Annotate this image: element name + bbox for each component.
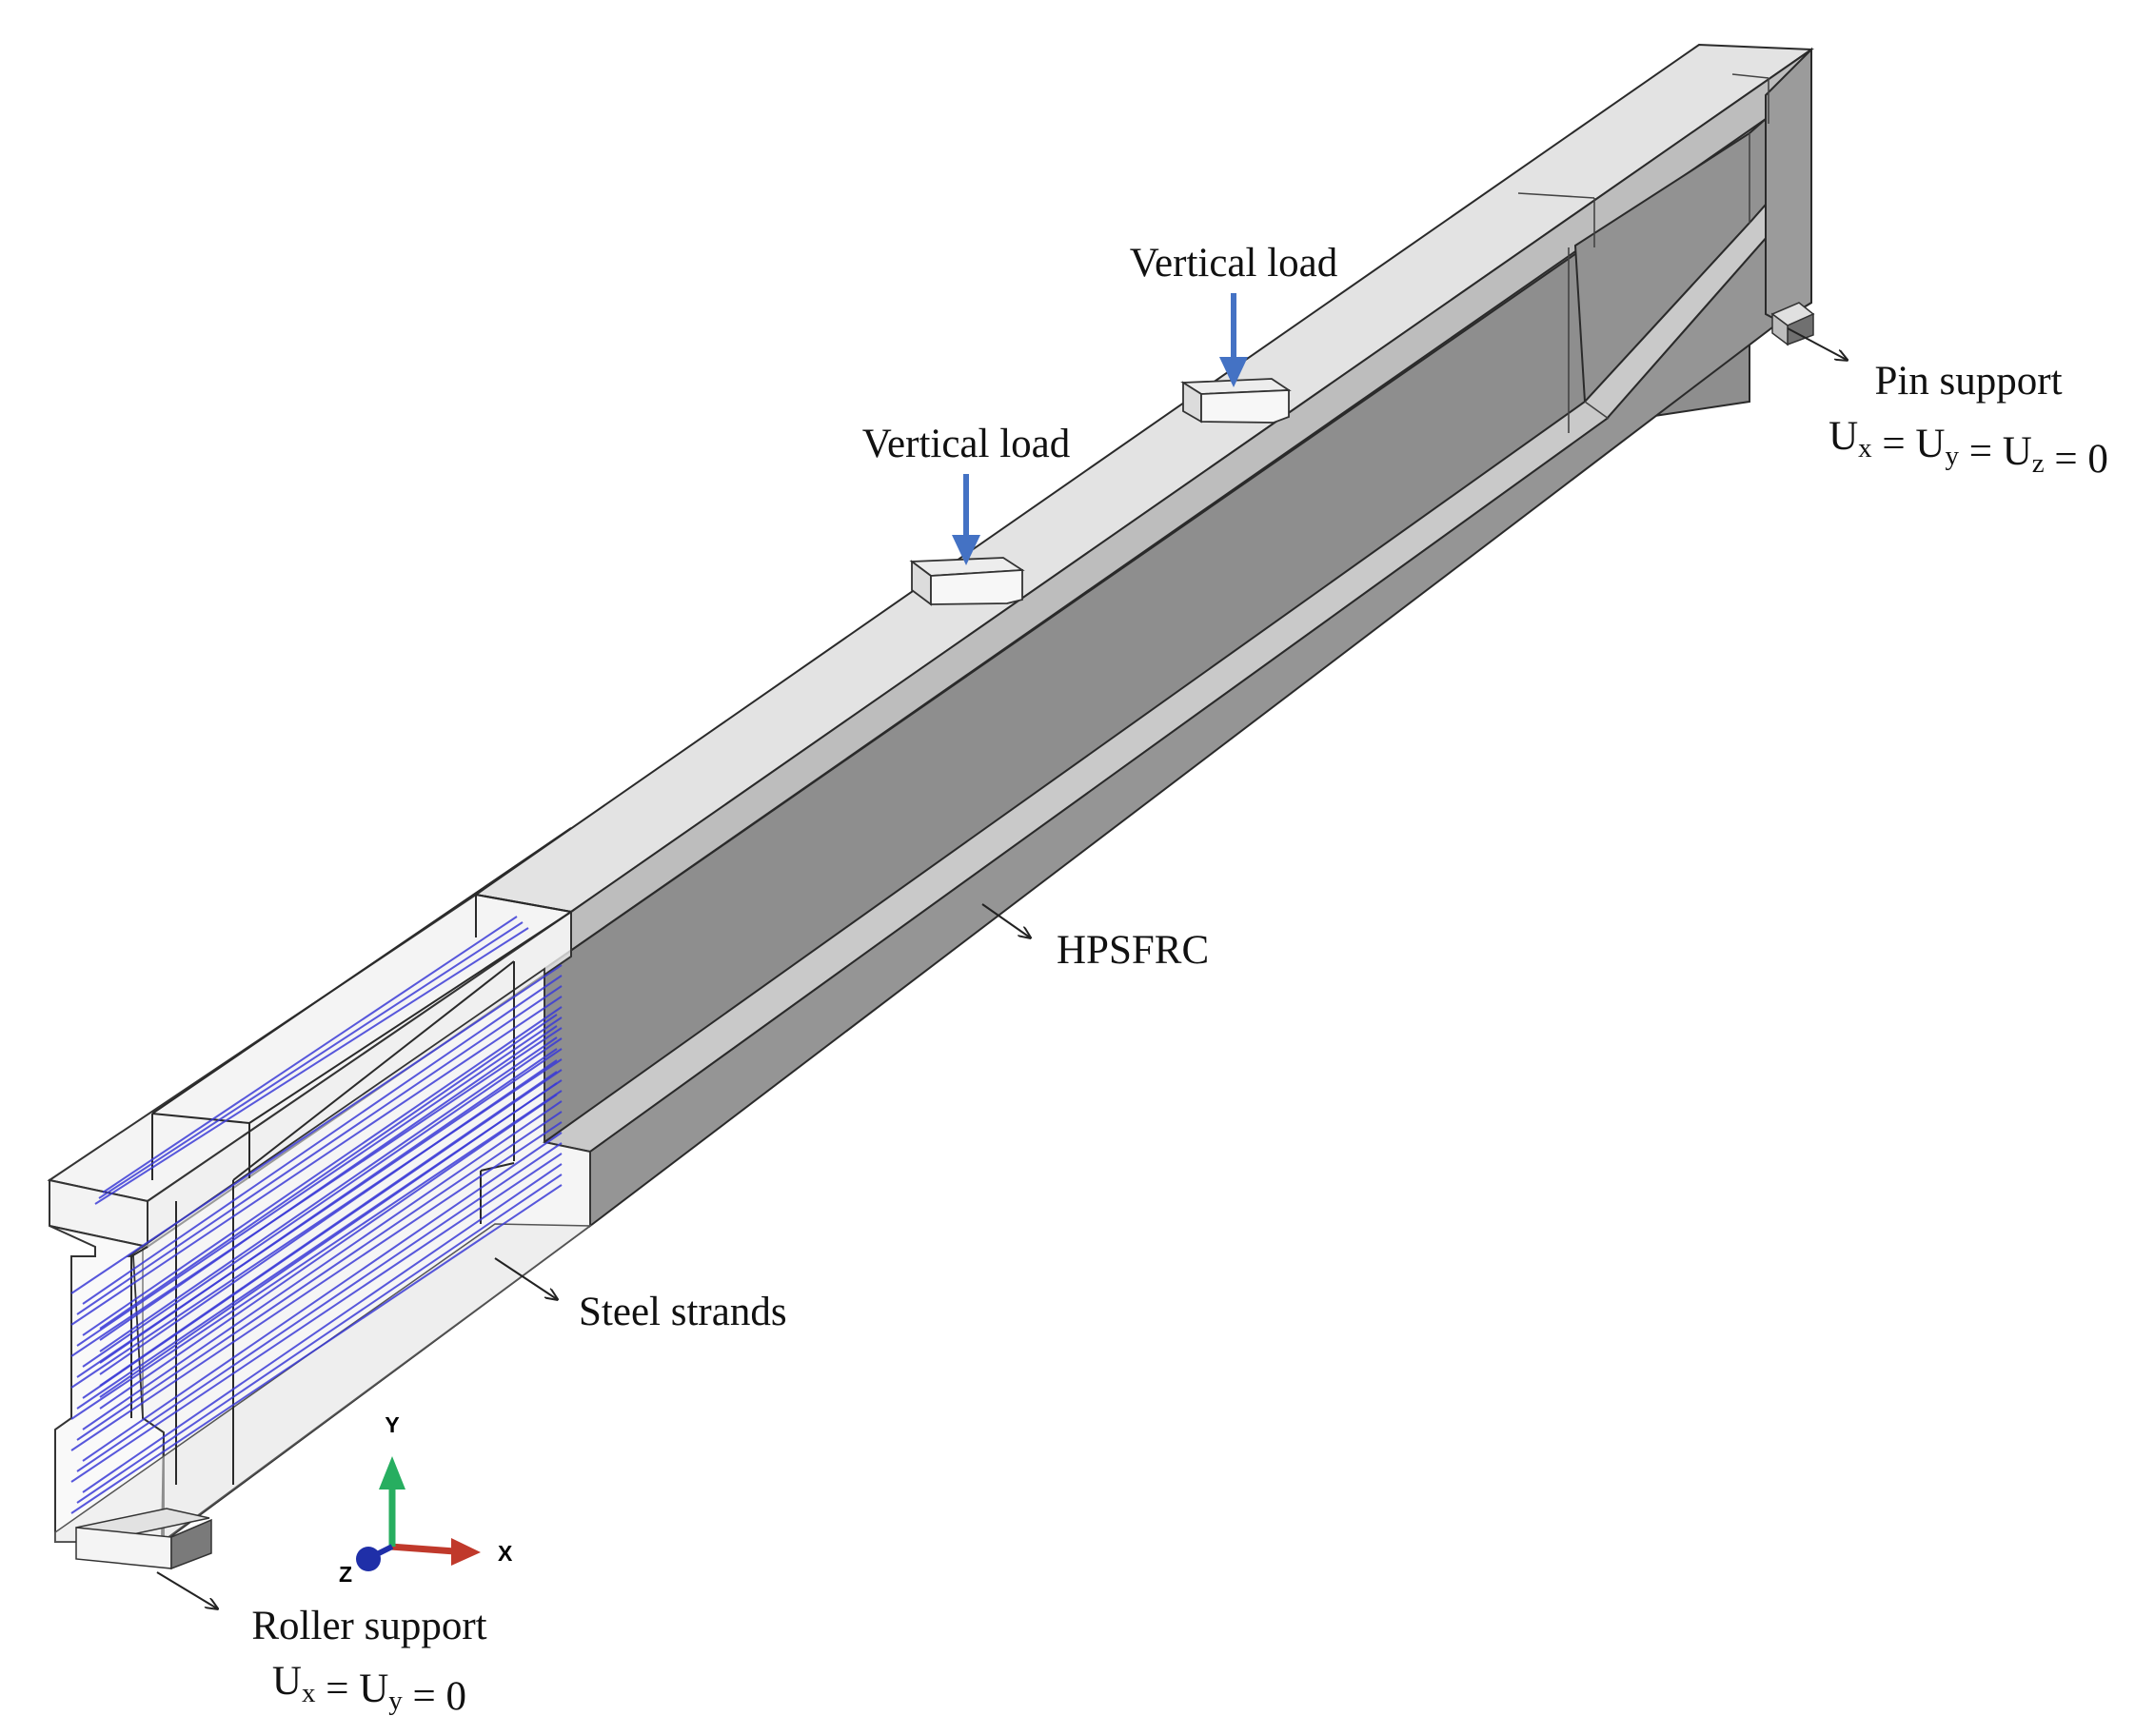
vertical-load-label-2: Vertical load [1130,241,1338,286]
beam-girder [473,43,1815,1229]
steel-strand-line [82,1163,563,1493]
steel-strand-line [98,921,524,1199]
steel-strand-line [99,1048,558,1364]
steel-strand-line [76,1111,563,1441]
steel-strand-line [99,1014,558,1330]
vertical-load-label-1: Vertical load [862,422,1071,466]
axis-label-y: Y [385,1412,399,1437]
z-axis-dot [356,1547,381,1571]
pin-support-leader [1787,327,1847,360]
steel-strand-line [70,1090,563,1420]
load-pad-2 [1180,378,1292,424]
steel-strand-line [99,1094,558,1410]
load-arrow-2 [1219,293,1248,387]
steel-strand-line [76,1142,563,1472]
steel-strand-line [94,927,529,1205]
hpsfrc-label: HPSFRC [1057,928,1209,973]
steel-strand-line [99,1071,558,1387]
steel-strand-line [99,1036,558,1352]
steel-strand-line [70,996,563,1326]
steel-strand-line [76,985,563,1315]
coordinate-triad: Y X Z [339,1412,513,1587]
steel-strand-line [70,964,563,1294]
steel-strands-leader [494,1257,557,1299]
steel-strand-line [70,1184,563,1514]
steel-strand-line [82,1037,563,1368]
steel-strand-line [82,1132,563,1462]
pin-support-label: Pin support [1874,359,2062,404]
steel-strand-line [99,1082,558,1398]
roller-support-equation: Ux = Uy = 0 [272,1659,466,1719]
pin-support-equation: Ux = Uy = Uz = 0 [1829,414,2108,482]
x-axis-arrow [389,1543,456,1555]
hpsfrc-leader [981,903,1030,937]
steel-strand-line [102,916,518,1194]
steel-strand-line [82,975,563,1305]
steel-strand-line [70,1153,563,1483]
steel-strand-line [82,1006,563,1336]
load-pad-1 [909,557,1025,606]
far-end-face [1765,47,1812,324]
steel-strand-line [70,1121,563,1451]
steel-strand-line [76,1174,563,1504]
steel-strand-line [99,1059,558,1375]
steel-strands-label: Steel strands [579,1290,787,1334]
steel-strands [70,916,563,1514]
steel-strand-line [82,1100,563,1430]
steel-strand-line [76,1016,563,1347]
steel-strand-line [99,1025,558,1341]
load-arrow-1 [952,474,980,565]
roller-support-label: Roller support [251,1604,486,1648]
roller-support-block [75,1508,212,1570]
roller-support-leader [156,1571,217,1608]
axis-label-z: Z [339,1562,352,1587]
axis-label-x: X [498,1541,513,1566]
